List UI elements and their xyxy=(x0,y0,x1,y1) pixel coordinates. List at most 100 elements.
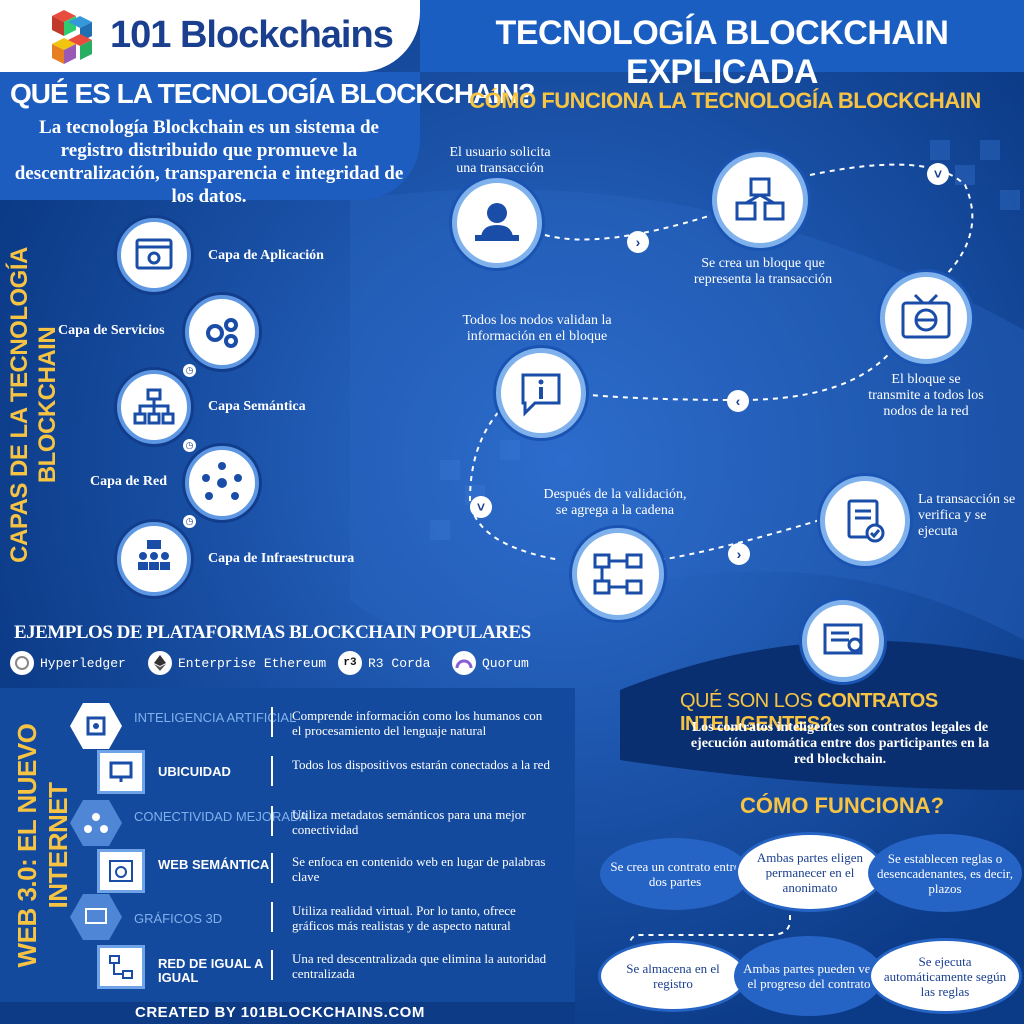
platform-hyperledger: Hyperledger xyxy=(10,650,126,676)
page-title: TECNOLOGÍA BLOCKCHAIN EXPLICADA xyxy=(495,14,949,91)
web3-item-5-name: GRÁFICOS 3D xyxy=(134,911,223,926)
semantic-web-icon xyxy=(97,849,145,893)
divider xyxy=(271,756,273,786)
layer-semantic-circle xyxy=(117,370,191,444)
intro-title: QUÉ ES LA TECNOLOGÍA BLOCKCHAIN? xyxy=(10,78,535,109)
smart-contracts-title: QUÉ SON LOS CONTRATOS INTELIGENTES? xyxy=(680,690,1024,736)
contract-step-5: Ambas partes pueden ver el progreso del … xyxy=(734,936,884,1016)
web3-item-4-desc: Se enfoca en contenido web en lugar de p… xyxy=(292,854,546,884)
platform-r3-corda: r3 R3 Corda xyxy=(338,650,430,676)
title-part: CONTRATOS INTELIGENTES? xyxy=(680,690,938,735)
3d-graphics-icon xyxy=(70,894,122,940)
logo-icon xyxy=(52,10,92,64)
layer-services-label: Capa de Servicios xyxy=(58,323,165,338)
contract-step-1: Se crea un contrato entre dos partes xyxy=(600,838,750,910)
web3-item-2-desc: Todos los dispositivos estarán conectado… xyxy=(292,757,550,772)
divider xyxy=(271,902,273,932)
web3-item-6-desc: Una red descentralizada que elimina la a… xyxy=(292,951,547,981)
contract-circle xyxy=(802,600,884,682)
app-window-icon xyxy=(135,238,173,270)
step-6-label: La transacción se verifica y se ejecuta xyxy=(918,492,1016,539)
step-execute-circle xyxy=(820,476,910,566)
how-it-works-title: CÓMO FUNCIONA LA TECNOLOGÍA BLOCKCHAIN xyxy=(469,88,981,113)
blocks-icon xyxy=(735,177,785,221)
step-4-label: Todos los nodos validan la información e… xyxy=(462,313,612,344)
intro-panel xyxy=(0,72,420,200)
platform-quorum: Quorum xyxy=(452,650,529,676)
step-2-label: Se crea un bloque que representa la tran… xyxy=(693,256,833,287)
footer-credit: CREATED BY 101BLOCKCHAINS.COM xyxy=(135,1004,425,1021)
ai-icon xyxy=(70,703,122,749)
web3-title: WEB 3.0: EL NUEVO INTERNET xyxy=(12,723,73,968)
layer-application-label: Capa de Aplicación xyxy=(208,248,324,263)
arrow-right-icon: › xyxy=(627,231,649,253)
step-broadcast-circle xyxy=(880,272,972,364)
clipboard-check-icon xyxy=(847,499,885,543)
connectivity-icon xyxy=(70,800,122,846)
step-chain-circle xyxy=(572,528,664,620)
contract-step-2: Ambas partes eligen permanecer en el ano… xyxy=(735,832,885,912)
layer-network-circle xyxy=(185,446,259,520)
divider xyxy=(271,707,273,737)
smart-contracts-desc: Los contratos inteligentes son contratos… xyxy=(690,720,990,767)
layer-infrastructure-circle xyxy=(117,522,191,596)
web3-item-5-desc: Utiliza realidad virtual. Por lo tanto, … xyxy=(292,903,516,933)
how-it-works-subtitle: CÓMO FUNCIONA? xyxy=(740,793,945,818)
ubiquity-icon xyxy=(97,750,145,794)
web3-item-4-name: WEB SEMÁNTICA xyxy=(158,857,270,872)
step-3-label: El bloque se transmite a todos los nodos… xyxy=(868,372,984,419)
platform-label: Enterprise Ethereum xyxy=(178,655,327,671)
step-1-label: El usuario solicita una transacción xyxy=(449,145,551,176)
platform-label: Hyperledger xyxy=(40,655,126,671)
connector-dot-icon: ◷ xyxy=(183,439,196,452)
platforms-title: EJEMPLOS DE PLATAFORMAS BLOCKCHAIN POPUL… xyxy=(14,622,531,643)
arrow-left-icon: ‹ xyxy=(727,390,749,412)
divider xyxy=(271,853,273,883)
contract-step-3: Se establecen reglas o desencadenantes, … xyxy=(868,834,1022,912)
layer-network-label: Capa de Red xyxy=(90,474,168,489)
network-people-icon xyxy=(202,462,242,500)
arrow-down-icon: ˅ xyxy=(927,163,949,185)
arrow-down-icon: ˅ xyxy=(470,496,492,518)
layers-title: CAPAS DE LA TECNOLOGÍA BLOCKCHAIN xyxy=(6,247,61,563)
platform-label: Quorum xyxy=(482,655,529,671)
platform-ethereum: Enterprise Ethereum xyxy=(148,650,326,676)
title-bar xyxy=(420,0,1024,72)
title-part: QUÉ SON LOS xyxy=(680,690,818,712)
step-user-circle xyxy=(452,178,542,268)
web3-item-1-desc: Comprende información como los humanos c… xyxy=(292,708,543,738)
chain-icon xyxy=(593,553,643,595)
layer-semantic-label: Capa Semántica xyxy=(208,399,306,414)
web3-item-1-name: INTELIGENCIA ARTIFICIAL xyxy=(134,710,297,725)
layer-application-circle xyxy=(117,218,191,292)
connector-dot-icon: ◷ xyxy=(183,364,196,377)
contract-icon xyxy=(823,623,863,655)
p2p-icon xyxy=(97,945,145,989)
web3-item-3-name: CONECTIVIDAD MEJORADA xyxy=(134,809,309,824)
contract-step-6: Se ejecuta automáticamente según las reg… xyxy=(868,938,1022,1014)
quorum-icon xyxy=(452,651,476,675)
layer-infrastructure-label: Capa de Infraestructura xyxy=(208,551,355,566)
arrow-right-icon: › xyxy=(728,543,750,565)
step-5-label: Después de la validación, se agrega a la… xyxy=(543,487,687,518)
tv-globe-icon xyxy=(901,293,951,339)
step-block-circle xyxy=(712,152,808,248)
user-computer-icon xyxy=(475,203,519,241)
web3-item-3-desc: Utiliza metadatos semánticos para una me… xyxy=(292,807,526,837)
divider xyxy=(271,806,273,836)
intro-description: La tecnología Blockchain es un sistema d… xyxy=(14,117,404,207)
divider xyxy=(271,950,273,980)
connector-dot-icon: ◷ xyxy=(183,515,196,528)
layer-services-circle xyxy=(185,295,259,369)
platform-label: R3 Corda xyxy=(368,655,431,671)
hyperledger-icon xyxy=(10,651,34,675)
people-group-icon xyxy=(138,540,170,570)
web3-item-6-name: RED DE IGUAL A IGUAL xyxy=(158,956,263,985)
contract-step-4: Se almacena en el registro xyxy=(598,940,748,1012)
footer-bar xyxy=(0,1002,575,1024)
gears-icon xyxy=(206,318,238,348)
info-chat-icon xyxy=(521,373,561,417)
step-validate-circle xyxy=(496,348,586,438)
r3-icon: r3 xyxy=(338,651,362,675)
ethereum-icon xyxy=(148,651,172,675)
